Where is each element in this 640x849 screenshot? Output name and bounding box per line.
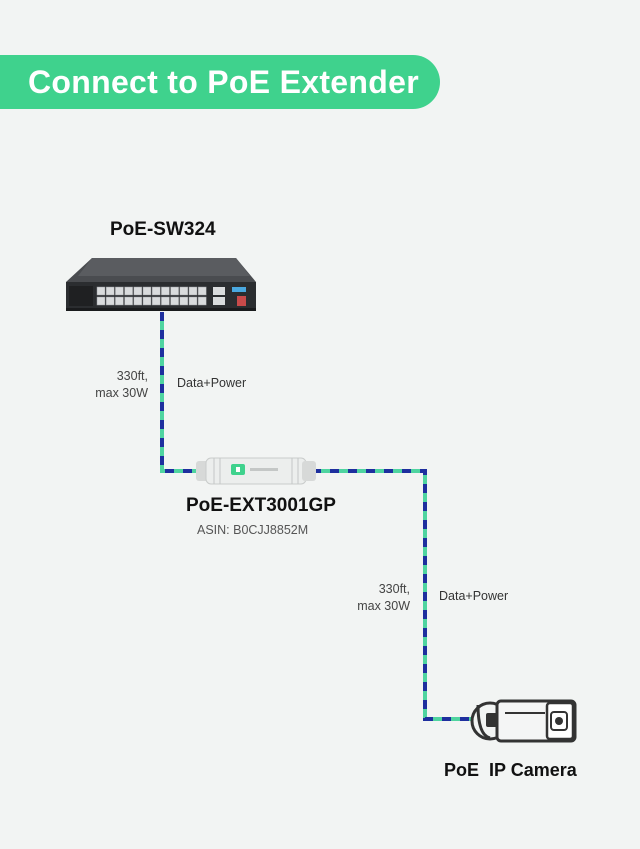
extender-name: PoE-EXT3001GP — [186, 495, 336, 516]
poe-switch-device — [66, 258, 256, 311]
cable-switch-to-extender — [160, 312, 204, 473]
switch-port — [115, 296, 124, 306]
switch-name: PoE-SW324 — [110, 219, 216, 240]
switch-port — [161, 286, 170, 296]
switch-port — [105, 296, 115, 306]
switch-port — [133, 296, 143, 306]
cable-extender-to-camera — [312, 469, 472, 721]
switch-port — [151, 286, 161, 296]
switch-port — [188, 296, 198, 306]
title-banner: Connect to PoE Extender — [0, 55, 440, 109]
camera-name: PoE IP Camera — [444, 760, 577, 780]
switch-port — [170, 296, 179, 306]
poe-extender-device — [196, 457, 316, 485]
switch-port — [151, 296, 161, 306]
switch-port — [124, 286, 133, 296]
link2-distance-line2: max 30W — [357, 599, 410, 613]
switch-port — [133, 286, 143, 296]
link1-distance: 330ft, max 30W — [80, 368, 148, 402]
switch-port — [115, 286, 124, 296]
link2-distance: 330ft, max 30W — [342, 581, 410, 615]
switch-port — [96, 286, 106, 296]
link1-label: Data+Power — [177, 376, 247, 390]
link2-distance-line1: 330ft, — [378, 582, 410, 596]
ip-camera-device — [470, 699, 577, 743]
switch-port — [142, 296, 152, 306]
page-title: Connect to PoE Extender — [28, 64, 419, 100]
switch-port — [124, 296, 133, 306]
switch-port — [170, 286, 179, 296]
switch-port — [96, 296, 106, 306]
link1-distance-line1: 330ft, — [116, 369, 148, 383]
switch-port — [197, 286, 207, 296]
switch-port — [197, 296, 207, 306]
switch-port — [188, 286, 198, 296]
link2-label: Data+Power — [439, 589, 509, 603]
switch-port — [142, 286, 152, 296]
switch-port — [179, 296, 189, 306]
switch-port — [105, 286, 115, 296]
switch-port — [161, 296, 170, 306]
link1-distance-line2: max 30W — [95, 386, 148, 400]
extender-asin: ASIN: B0CJJ8852M — [197, 523, 309, 537]
switch-port — [179, 286, 189, 296]
